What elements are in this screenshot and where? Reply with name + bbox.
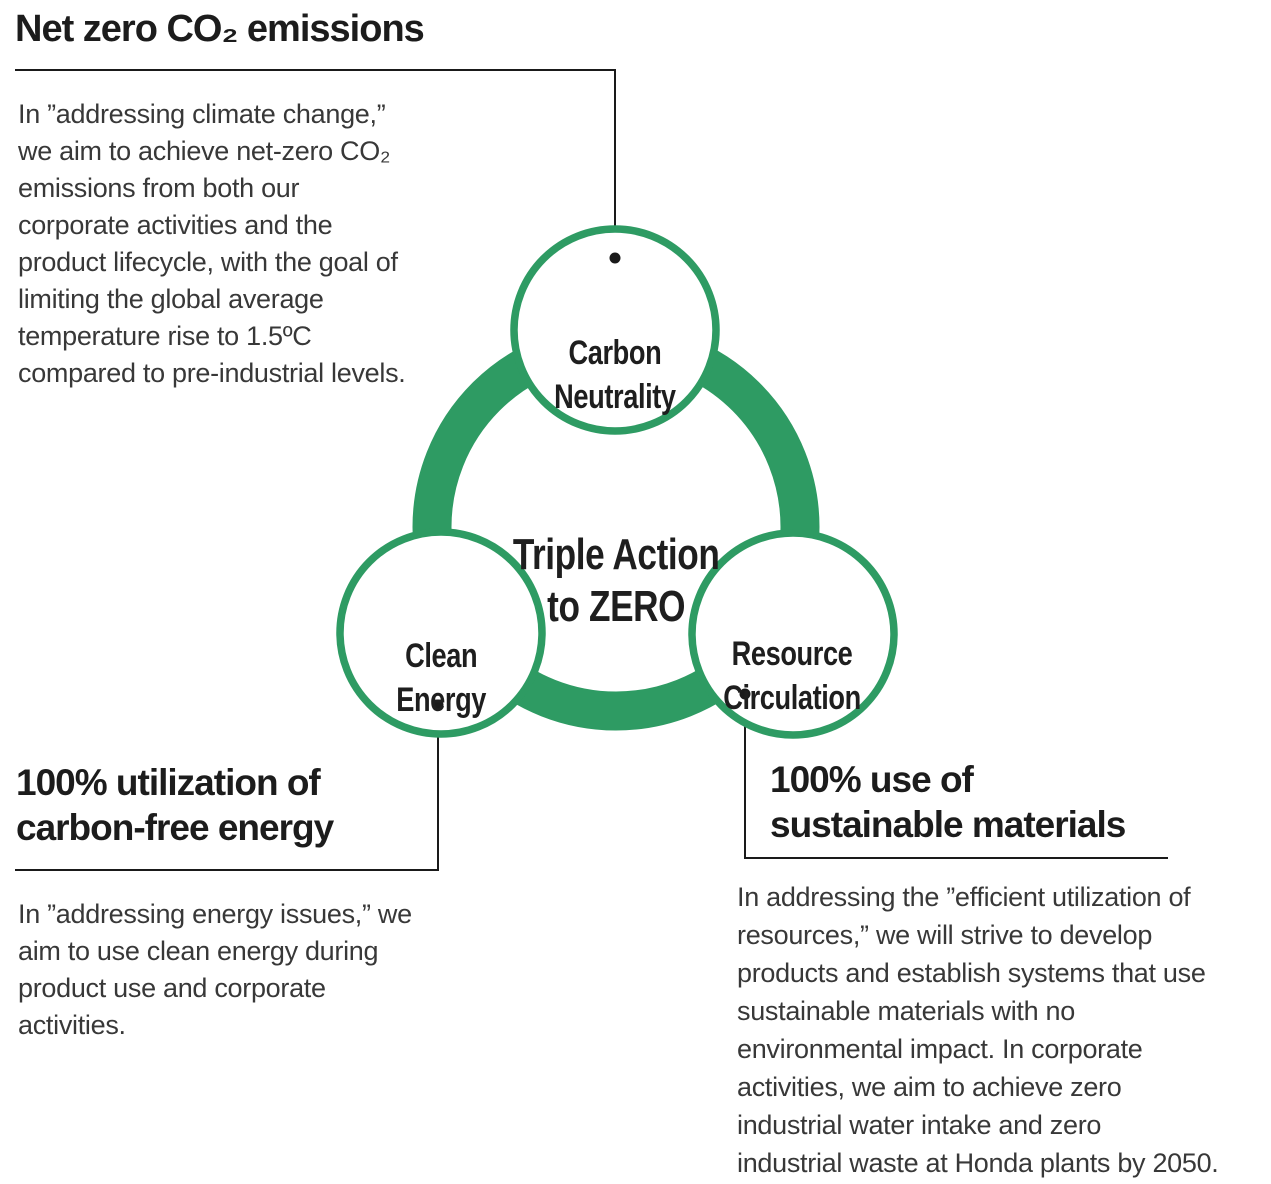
energy-connector-line xyxy=(15,705,439,871)
carbon-connector-dot xyxy=(609,252,621,264)
sustainable-materials-paragraph: In addressing the ”efficient utilization… xyxy=(737,882,1219,1178)
resource-connector-line xyxy=(744,694,1168,859)
energy-connector-dot xyxy=(432,699,444,711)
net-zero-co2-paragraph: In ”addressing climate change,” we aim t… xyxy=(18,99,406,388)
carbon-neutrality-label: Carbon Neutrality xyxy=(465,287,765,419)
carbon-neutrality-circle xyxy=(510,225,720,435)
clean-energy-label: Clean Energy xyxy=(291,590,591,722)
carbon-connector-line xyxy=(15,69,616,258)
resource-circulation-circle xyxy=(688,529,898,739)
triple-action-to-zero-label-text: Triple Action to ZERO xyxy=(512,530,720,631)
net-zero-co2-heading: Net zero CO₂ emissions xyxy=(15,8,425,50)
clean-energy-label-text: Clean Energy xyxy=(396,637,486,719)
sustainable-materials-heading: 100% use of sustainable materials xyxy=(770,759,1126,845)
clean-energy-circle xyxy=(336,528,546,738)
resource-circulation-label-text: Resource Circulation xyxy=(723,635,861,717)
carbon-free-energy-heading: 100% utilization of carbon-free energy xyxy=(16,762,334,848)
triple-action-to-zero-label: Triple Action to ZERO xyxy=(416,477,816,633)
carbon-neutrality-label-text: Carbon Neutrality xyxy=(554,334,676,416)
carbon-free-energy-paragraph: In ”addressing energy issues,” we aim to… xyxy=(18,899,412,1040)
resource-circulation-label: Resource Circulation xyxy=(642,588,942,720)
resource-connector-dot xyxy=(739,688,751,700)
